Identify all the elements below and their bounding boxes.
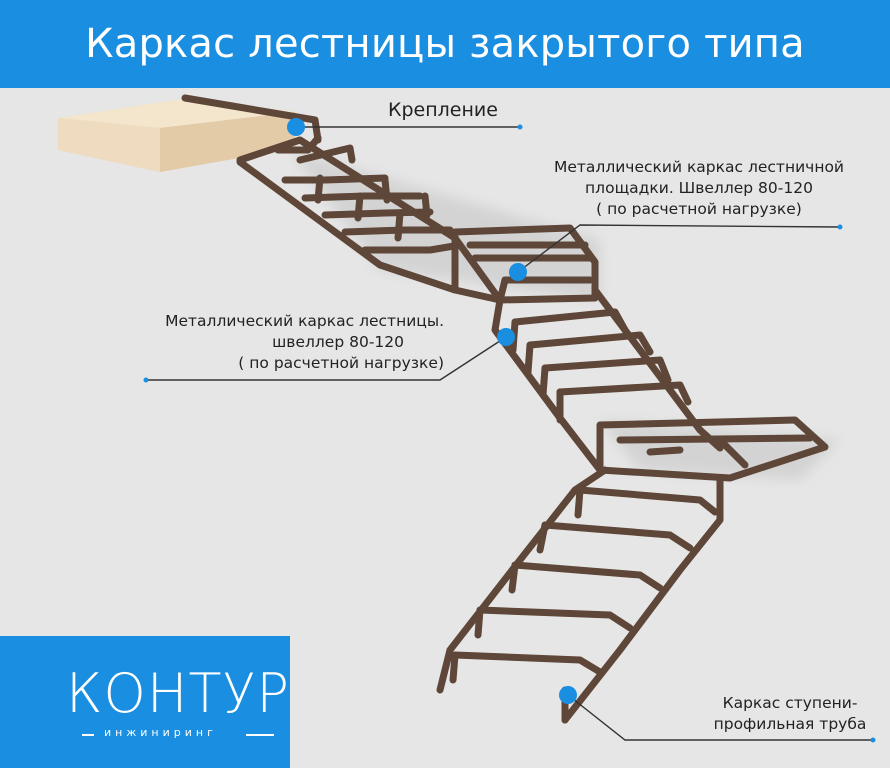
callout-step-line1: Каркас ступени-	[722, 694, 858, 712]
end-dot-frame	[143, 377, 149, 383]
callout-frame-line2: швеллер 80-120	[272, 333, 404, 351]
callout-landing-line2: площадки. Швеллер 80-120	[585, 179, 813, 197]
marker-frame-dot	[497, 328, 515, 346]
leader-lines	[146, 126, 873, 741]
concrete-slab	[58, 98, 295, 172]
lower-landing	[596, 416, 829, 482]
marker-step-dot	[559, 686, 577, 704]
page-title: Каркас лестницы закрытого типа	[85, 21, 805, 67]
upper-stringer-right	[236, 136, 504, 304]
logo-subtitle: инжиниринг	[104, 726, 217, 739]
leader-frame	[146, 336, 507, 381]
header-banner: Каркас лестницы закрытого типа	[0, 0, 890, 88]
callout-landing-line3: ( по расчетной нагрузке)	[596, 200, 802, 218]
logo-wordmark: КОНТУР	[66, 662, 290, 725]
callout-step-line2: профильная труба	[713, 715, 867, 733]
middle-stringer-left	[491, 296, 604, 474]
callout-frame-line3: ( по расчетной нагрузке)	[238, 354, 444, 372]
callout-landing: Металлический каркас лестничной площадки…	[540, 157, 858, 220]
callout-mount: Крепление	[388, 100, 498, 121]
marker-mount-dot	[287, 118, 305, 136]
leader-step	[567, 694, 873, 741]
upper-stringer-left	[236, 158, 459, 294]
end-dot-mount	[517, 124, 523, 130]
callout-frame: Металлический каркас лестницы. швеллер 8…	[120, 311, 444, 374]
markers	[143, 118, 876, 743]
leader-landing	[517, 224, 841, 273]
logo-rule-left	[82, 734, 94, 736]
callout-frame-line1: Металлический каркас лестницы.	[165, 312, 444, 330]
end-dot-landing	[837, 224, 843, 230]
logo-rule-right	[246, 734, 274, 736]
upper-top-rail	[181, 94, 322, 144]
lower-stringer-right	[561, 476, 724, 724]
callout-step: Каркас ступени- профильная труба	[700, 693, 880, 735]
lower-stringer-left	[436, 466, 609, 694]
marker-landing-dot	[509, 263, 527, 281]
brand-logo: КОНТУР инжиниринг	[0, 636, 290, 768]
end-dot-step	[870, 737, 876, 743]
callout-landing-line1: Металлический каркас лестничной	[553, 158, 845, 176]
upper-landing	[451, 224, 599, 304]
callout-mount-label: Крепление	[388, 99, 498, 121]
